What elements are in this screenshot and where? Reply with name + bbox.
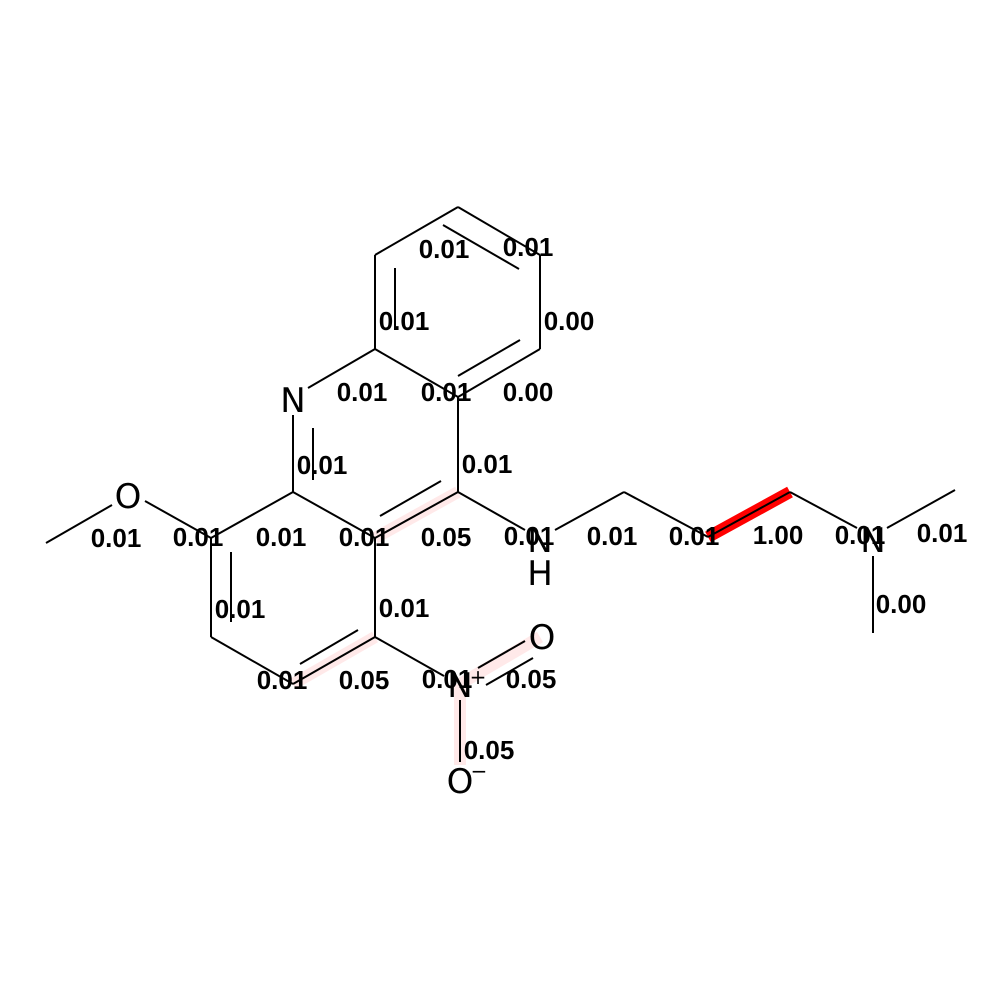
weight-label: 0.01 (835, 520, 886, 550)
weight-label: 0.05 (421, 522, 472, 552)
highlight-faint-nitro-bond (456, 631, 544, 690)
weight-label: 0.01 (421, 377, 472, 407)
weight-label: 0.01 (379, 593, 430, 623)
bond (554, 491, 625, 531)
weight-label: 0.01 (215, 594, 266, 624)
bond (292, 636, 376, 685)
atom-label-ring-nitrogen: N (280, 381, 305, 421)
bond (379, 480, 442, 517)
atom-label-amine-hydrogen: H (527, 554, 553, 594)
bond (144, 500, 212, 539)
bond (886, 489, 956, 529)
weight-label: 0.05 (506, 664, 557, 694)
bond (374, 348, 459, 398)
bond (477, 640, 526, 669)
atom-label-nitro-nitrogen: N (447, 666, 472, 706)
weight-label: 0.05 (464, 735, 515, 765)
bond (442, 224, 520, 270)
weight-label: 0.01 (256, 522, 307, 552)
weight-label: 0.00 (544, 306, 595, 336)
weight-label: 0.01 (587, 521, 638, 551)
weight-label: 0.00 (876, 589, 927, 619)
bond (457, 348, 541, 398)
weight-label: 0.01 (917, 518, 968, 548)
bond (623, 491, 709, 538)
weight-label: 1.00 (753, 520, 804, 550)
weight-label: 0.01 (422, 664, 473, 694)
weight-label: 0.01 (297, 450, 348, 480)
bonds (45, 206, 956, 762)
atom-label-dimethylamino-nitrogen: N (860, 521, 885, 561)
weight-label: 0.01 (379, 306, 430, 336)
atom-charge-oxygen-minus: − (471, 759, 488, 783)
bond (707, 491, 791, 538)
weight-label: 0.01 (173, 522, 224, 552)
bond (374, 206, 459, 256)
weight-label: 0.01 (504, 521, 555, 551)
weight-label: 0.00 (503, 377, 554, 407)
atom-label-methoxy-oxygen: O (115, 477, 142, 517)
bond (457, 339, 521, 377)
weight-label: 0.01 (419, 234, 470, 264)
weight-label: 0.01 (339, 522, 390, 552)
bond (45, 504, 113, 544)
bond (485, 657, 534, 686)
atom-labels: N O N H N N + O O − (115, 381, 886, 802)
atom-label-nitro-oxygen-top: O (529, 618, 556, 658)
bond (457, 206, 541, 256)
bond (374, 491, 459, 539)
bond (307, 348, 376, 389)
weight-labels: 0.01 0.01 0.01 0.00 0.01 0.01 0.00 0.01 … (91, 232, 968, 765)
weight-label: 0.01 (503, 232, 554, 262)
atom-label-nitro-oxygen-bottom: O (447, 762, 474, 802)
bond (210, 636, 294, 685)
bond (299, 629, 359, 665)
bond (210, 491, 294, 539)
bond (374, 636, 445, 677)
atom-charge-nitro-plus: + (470, 665, 487, 689)
bond (292, 491, 376, 539)
weight-label: 0.01 (91, 523, 142, 553)
weight-label: 0.01 (462, 449, 513, 479)
weight-label: 0.01 (257, 665, 308, 695)
bond (457, 491, 526, 531)
atom-label-amine-nitrogen: N (527, 521, 552, 561)
weight-label: 0.01 (337, 377, 388, 407)
weight-label: 0.01 (669, 521, 720, 551)
weight-label: 0.05 (339, 665, 390, 695)
bond (789, 491, 858, 529)
